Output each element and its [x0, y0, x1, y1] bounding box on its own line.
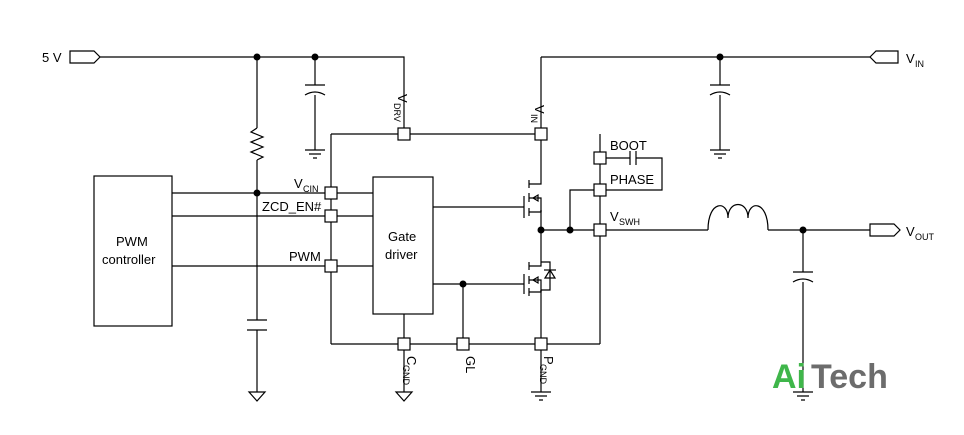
capacitor-5v: [304, 84, 326, 159]
wires: [100, 56, 870, 392]
label-vcin: V: [294, 176, 303, 191]
watermark-ai: Ai: [772, 358, 806, 396]
label-vdrv: V: [395, 94, 410, 103]
capacitor-filter: [247, 319, 267, 331]
pin-squares: [324, 127, 607, 351]
capacitor-output: [792, 271, 814, 283]
label-gate-driver-2: driver: [385, 247, 418, 262]
watermark-tech: Tech: [811, 358, 888, 396]
label-phase: PHASE: [610, 172, 654, 187]
label-pwm: PWM: [289, 249, 321, 264]
high-side-mosfet: [523, 180, 542, 218]
label-vin-pin: V: [532, 105, 547, 114]
label-pwm-controller-2: controller: [102, 252, 156, 267]
capacitor-vin: [709, 84, 731, 159]
port-vout: [869, 223, 901, 237]
label-vin-port-sub: IN: [915, 59, 924, 69]
label-boot: BOOT: [610, 138, 647, 153]
label-cgnd-sub: GND: [401, 365, 411, 386]
low-side-mosfet: [523, 261, 557, 296]
pwm-controller-block: [93, 175, 173, 327]
label-vout: V: [906, 224, 915, 239]
labels: 5 V V IN V OUT V DRV V IN BOOT PHASE V S…: [42, 50, 935, 386]
ground-symbols: [247, 391, 813, 402]
port-vin: [869, 50, 899, 64]
label-cgnd: C: [404, 356, 419, 365]
label-5v: 5 V: [42, 50, 62, 65]
capacitor-boot: [629, 151, 637, 165]
label-vin-pin-sub: IN: [529, 114, 539, 123]
label-vswh: V: [610, 209, 619, 224]
label-zcd-en: ZCD_EN#: [262, 199, 322, 214]
label-pwm-controller-1: PWM: [116, 234, 148, 249]
label-vswh-sub: SWH: [619, 217, 640, 227]
label-vin-port: V: [906, 51, 915, 66]
port-5v: [69, 50, 101, 64]
inductor: [707, 203, 769, 231]
label-pgnd: P: [541, 356, 556, 365]
label-pgnd-sub: GND: [538, 364, 548, 385]
label-vout-sub: OUT: [915, 232, 935, 242]
label-gl: GL: [463, 356, 478, 373]
junction-dots: [253, 53, 807, 288]
watermark-logo: Ai Tech: [772, 358, 888, 396]
label-gate-driver-1: Gate: [388, 229, 416, 244]
pullup-resistor: [249, 127, 265, 161]
label-vcin-sub: CIN: [303, 184, 319, 194]
gate-driver-block: [372, 176, 434, 315]
label-vdrv-sub: DRV: [392, 103, 402, 122]
